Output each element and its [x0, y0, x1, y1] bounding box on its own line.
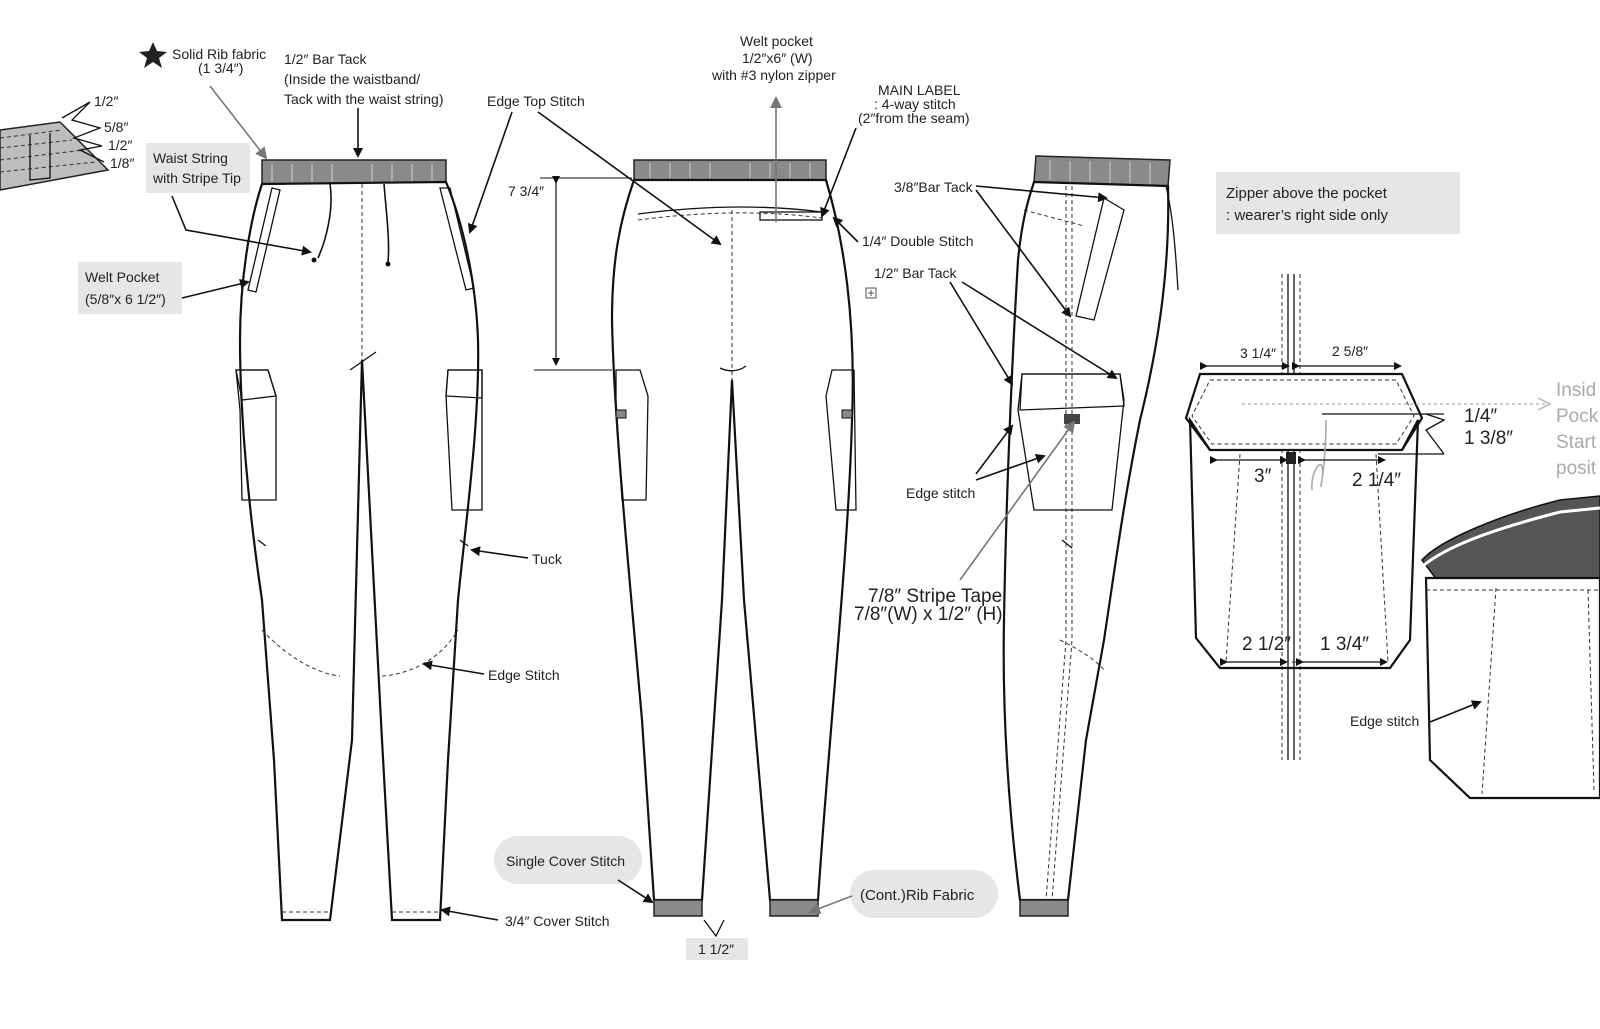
rib-fabric-cont-label: (Cont.)Rib Fabric	[860, 887, 975, 904]
flap-quarter-label: 1/4″	[1464, 406, 1497, 427]
side-view-pants	[1002, 155, 1179, 917]
main-label-stitch: : 4-way stitch	[874, 96, 956, 112]
pocket-detail	[1184, 274, 1552, 760]
flap-1-3-8-label: 1 3/8″	[1464, 428, 1513, 449]
pocket-3-label: 3″	[1254, 466, 1272, 487]
rib-swatch	[0, 101, 110, 191]
rib-fabric-cont-box	[850, 870, 998, 918]
single-cover-stitch-box	[494, 836, 642, 884]
inside-pocket-detail	[1414, 495, 1600, 800]
cuff-height-label: 1 1/2″	[698, 941, 734, 957]
pocket-2-1-4-label: 2 1/4″	[1352, 470, 1401, 491]
star-icon	[139, 42, 167, 68]
pocket-1-3-4-label: 1 3/4″	[1320, 634, 1369, 655]
zipper-note-box	[1216, 172, 1460, 234]
stripe-tape-label: 7/8″ Stripe Tape	[868, 586, 1002, 607]
main-label-title: MAIN LABEL	[878, 82, 961, 98]
zipper-note-line2: : wearer’s right side only	[1226, 207, 1389, 224]
back-view-pants	[610, 159, 877, 917]
stripe-tape-size-label: 7/8″(W) x 1/2″ (H)	[854, 604, 1003, 625]
bar-tack-front-note2: Tack with the waist string)	[284, 91, 444, 107]
bar-tack-front-note1: (Inside the waistband/	[284, 71, 420, 87]
leader-lines	[171, 85, 1482, 938]
inside-pocket-label-2: Pock	[1556, 406, 1599, 427]
solid-rib-fabric-label: Solid Rib fabric	[172, 46, 266, 62]
zipper-note-line1: Zipper above the pocket	[1226, 185, 1388, 202]
welt-pocket-label: Welt Pocket	[85, 269, 160, 285]
double-stitch-label: 1/4″ Double Stitch	[862, 233, 974, 249]
front-view-pants	[235, 159, 483, 922]
rise-label: 7 3/4″	[508, 183, 544, 199]
single-cover-stitch-label: Single Cover Stitch	[506, 853, 625, 869]
tuck-label: Tuck	[532, 551, 563, 567]
waist-string-label: Waist String	[153, 150, 228, 166]
pocket-width-right-label: 2 5/8″	[1332, 343, 1368, 359]
inside-pocket-label-1: Insid	[1556, 380, 1596, 401]
edge-top-stitch-label: Edge Top Stitch	[487, 93, 585, 109]
rib-eighth-label: 1/8″	[110, 155, 134, 171]
welt-pocket-back-size: 1/2″x6″ (W)	[742, 50, 813, 66]
inside-pocket-label-3: Start	[1556, 432, 1597, 453]
edge-stitch-side-label: Edge stitch	[906, 485, 975, 501]
waist-string-box	[146, 143, 250, 193]
cuff-height-box	[686, 938, 748, 960]
bar-tack-1-2-label: 1/2″ Bar Tack	[874, 265, 958, 281]
pocket-2-1-2-label: 2 1/2″	[1242, 634, 1291, 655]
rib-half-label: 1/2″	[94, 93, 118, 109]
bar-tack-3-8-label: 3/8″Bar Tack	[894, 179, 974, 195]
edge-stitch-front-label: Edge Stitch	[488, 667, 560, 683]
solid-rib-size-label: (1 3/4″)	[198, 60, 243, 76]
bar-tack-front-label: 1/2″ Bar Tack	[284, 51, 368, 67]
waist-string-label-2: with Stripe Tip	[152, 170, 241, 186]
welt-pocket-back-label: Welt pocket	[740, 33, 813, 49]
welt-pocket-size-label: (5/8″x 6 1/2″)	[85, 291, 166, 307]
welt-pocket-back-zipper: with #3 nylon zipper	[711, 67, 836, 83]
welt-pocket-box	[78, 262, 182, 314]
edge-stitch-detail-label: Edge stitch	[1350, 713, 1419, 729]
main-label-position: (2″from the seam)	[858, 110, 970, 126]
inside-pocket-label-4: posit	[1556, 458, 1597, 479]
pocket-width-left-label: 3 1/4″	[1240, 345, 1276, 361]
rib-five-eighths-label: 5/8″	[104, 119, 128, 135]
rib-half-2-label: 1/2″	[108, 137, 132, 153]
cover-stitch-label: 3/4″ Cover Stitch	[505, 913, 610, 929]
